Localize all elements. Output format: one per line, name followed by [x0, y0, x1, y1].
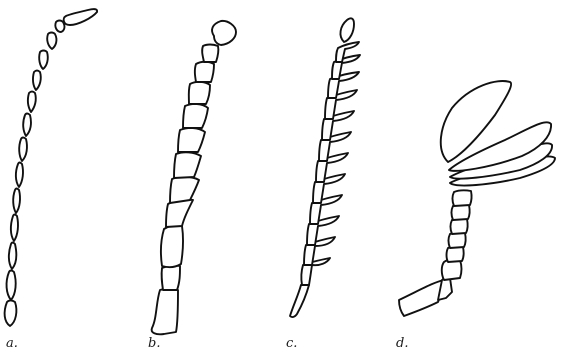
antenna-c-pectinate	[290, 18, 360, 317]
label-d: d.	[396, 336, 408, 351]
label-c: c.	[286, 336, 297, 351]
label-b: b.	[148, 336, 160, 351]
antenna-b-serrate	[152, 21, 236, 334]
antenna-d-lamellate	[399, 81, 555, 316]
label-a: a.	[6, 336, 18, 351]
antenna-a-filiform	[5, 9, 98, 326]
